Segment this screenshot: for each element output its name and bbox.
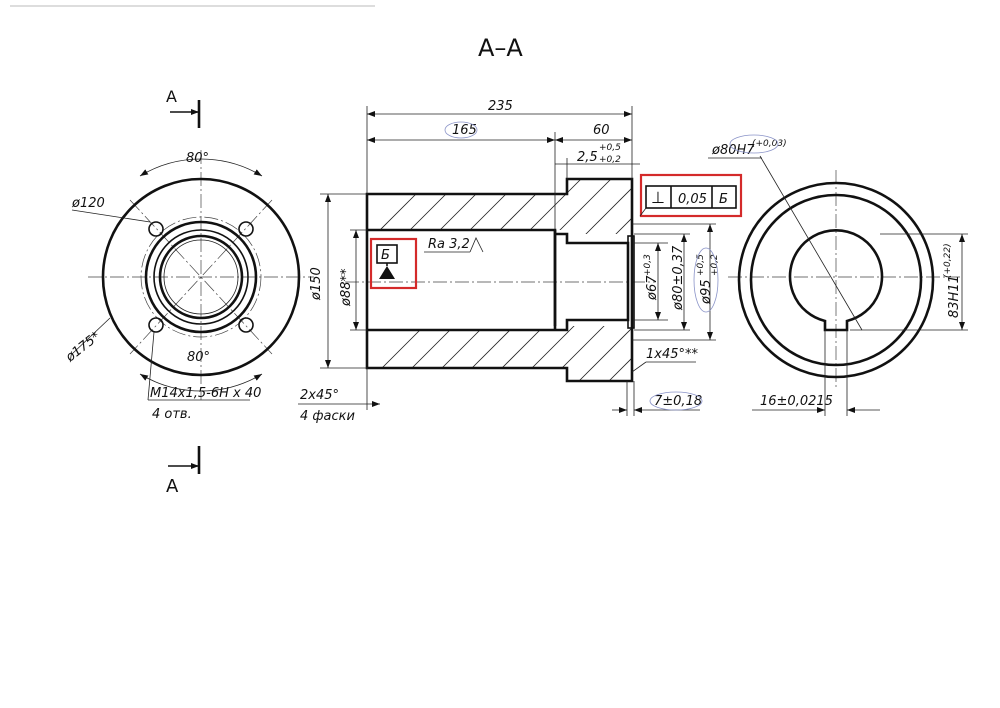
bore-dia-label: ø80H7 bbox=[711, 143, 755, 158]
tolerance-value: 0,05 bbox=[678, 192, 707, 207]
section-outline bbox=[365, 177, 634, 383]
angle-bottom-label: 80° bbox=[187, 350, 210, 365]
perpendicularity-symbol-icon: ⊥ bbox=[651, 188, 665, 207]
section-mark-bottom-label: А bbox=[166, 476, 179, 497]
len-60-label: 60 bbox=[593, 123, 610, 138]
chamfer-left-label: 2x45° bbox=[300, 388, 339, 403]
tolerance-frame-highlight bbox=[639, 173, 743, 218]
angle-top-label: 80° bbox=[186, 151, 209, 166]
chamfer-left-note: 4 фаски bbox=[300, 409, 355, 424]
keyway-width-label: 16±0,0215 bbox=[760, 394, 833, 409]
keyway-depth-label: 83H11 bbox=[947, 275, 962, 318]
keyway-depth-tol: (+0,22) bbox=[943, 243, 953, 278]
keyed-bore bbox=[788, 229, 884, 332]
datum-label: Б bbox=[381, 248, 390, 263]
dia-120-label: ø120 bbox=[71, 196, 105, 211]
tolerance-datum: Б bbox=[719, 192, 728, 207]
dia-95-tol-lower: +0,2 bbox=[710, 254, 720, 276]
dia-150-label: ø150 bbox=[309, 267, 324, 301]
section-mark-top-label: А bbox=[166, 87, 177, 106]
groove-tol-upper: +0,5 bbox=[599, 143, 621, 153]
datum-triangle-icon bbox=[379, 266, 395, 279]
dia-95-tol-upper: +0,5 bbox=[696, 254, 706, 276]
thread-count-label: 4 отв. bbox=[152, 407, 192, 422]
bolt-holes bbox=[148, 221, 254, 333]
section-mark-top: А bbox=[166, 87, 201, 128]
tolerance-frame: ⊥ 0,05 Б bbox=[639, 173, 743, 218]
dia-80-label: ø80±0,37 bbox=[671, 245, 686, 311]
groove-tol-lower: +0,2 bbox=[599, 155, 621, 165]
chamfer-label: 1x45°** bbox=[646, 347, 699, 362]
len-165-label: 165 bbox=[452, 123, 477, 138]
dia-88-label: ø88** bbox=[339, 268, 354, 307]
len-total-label: 235 bbox=[488, 99, 513, 114]
left-end-view: А А 80° 80° ø12 bbox=[62, 87, 314, 497]
datum-highlight bbox=[369, 237, 418, 290]
right-end-view: ø80H7 (+0,03) 83H11 (+0,22) 16±0,0215 bbox=[708, 134, 968, 416]
thread-label: M14x1,5-6H x 40 bbox=[150, 386, 261, 401]
section-mark-bottom: А bbox=[166, 446, 201, 497]
groove-label: 2,5 bbox=[577, 150, 598, 165]
dia-175-label: ø175* bbox=[62, 329, 103, 366]
dia-67-tol: +0,3 bbox=[643, 254, 653, 276]
section-title: А–А bbox=[478, 34, 523, 62]
len-7-label: 7±0,18 bbox=[654, 394, 702, 409]
roughness-label: Ra 3,2 bbox=[428, 237, 470, 252]
bore-dia-tol: (+0,03) bbox=[752, 139, 787, 149]
dia-67-label: ø67 bbox=[645, 275, 660, 301]
roughness-symbol-icon bbox=[469, 237, 484, 253]
section-view: 235 165 60 2,5 +0,5 +0,2 ø150 ø88** Б Ra… bbox=[298, 99, 720, 424]
dia-95-label: ø95 bbox=[699, 280, 714, 306]
